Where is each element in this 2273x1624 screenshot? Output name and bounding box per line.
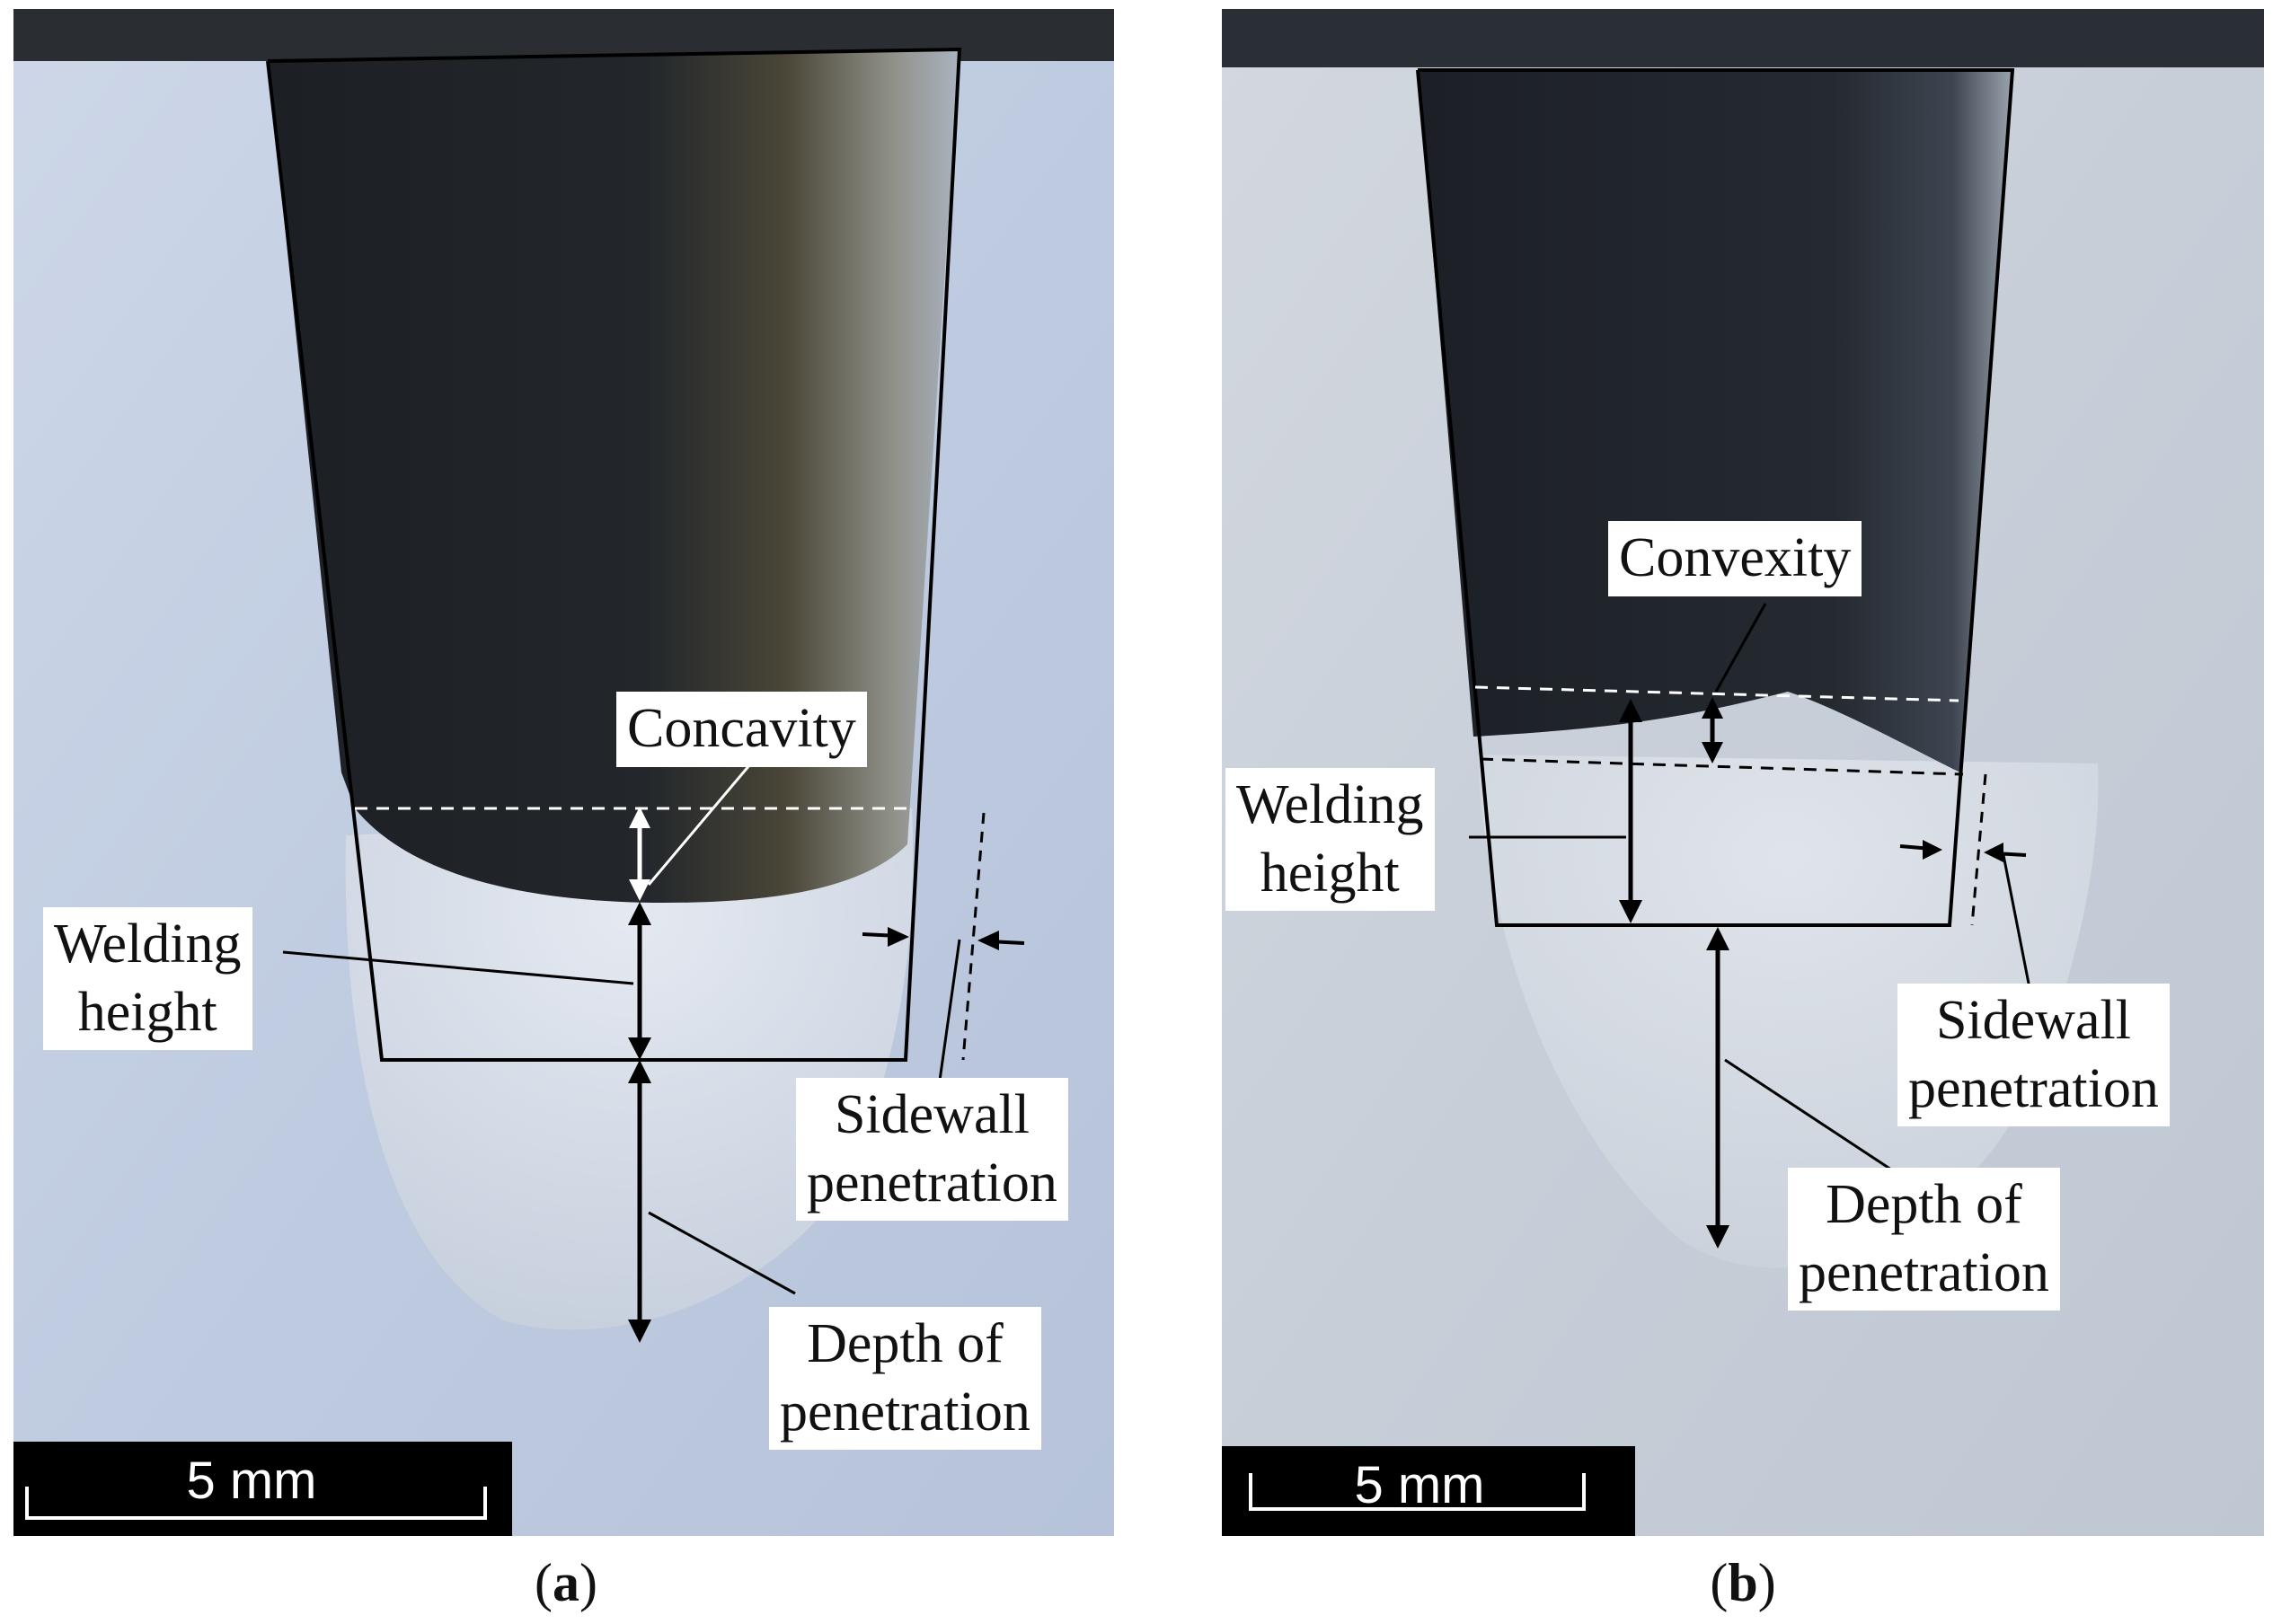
concavity-label: Concavity (616, 692, 867, 767)
panel-b: Convexity Welding height Sidewall penetr… (1213, 0, 2273, 1624)
convexity-label: Convexity (1608, 521, 1862, 596)
scale-bar-label: 5 mm (1354, 1456, 1485, 1514)
depth-of-penetration-label: Depth of penetration (769, 1307, 1041, 1451)
caption-a: (a) (535, 1553, 597, 1612)
scale-bar-label: 5 mm (186, 1452, 317, 1510)
sidewall-penetration-label: Sidewall penetration (796, 1078, 1068, 1222)
sidewall-penetration-label: Sidewall penetration (1897, 984, 2170, 1127)
welding-height-label: Welding height (43, 907, 252, 1051)
micrograph-a (13, 9, 1114, 1536)
caption-b: (b) (1710, 1553, 1776, 1612)
depth-of-penetration-label: Depth of penetration (1788, 1168, 2060, 1311)
welding-height-label: Welding height (1225, 768, 1435, 912)
panel-a: Concavity Welding height Sidewall penetr… (0, 0, 1132, 1624)
